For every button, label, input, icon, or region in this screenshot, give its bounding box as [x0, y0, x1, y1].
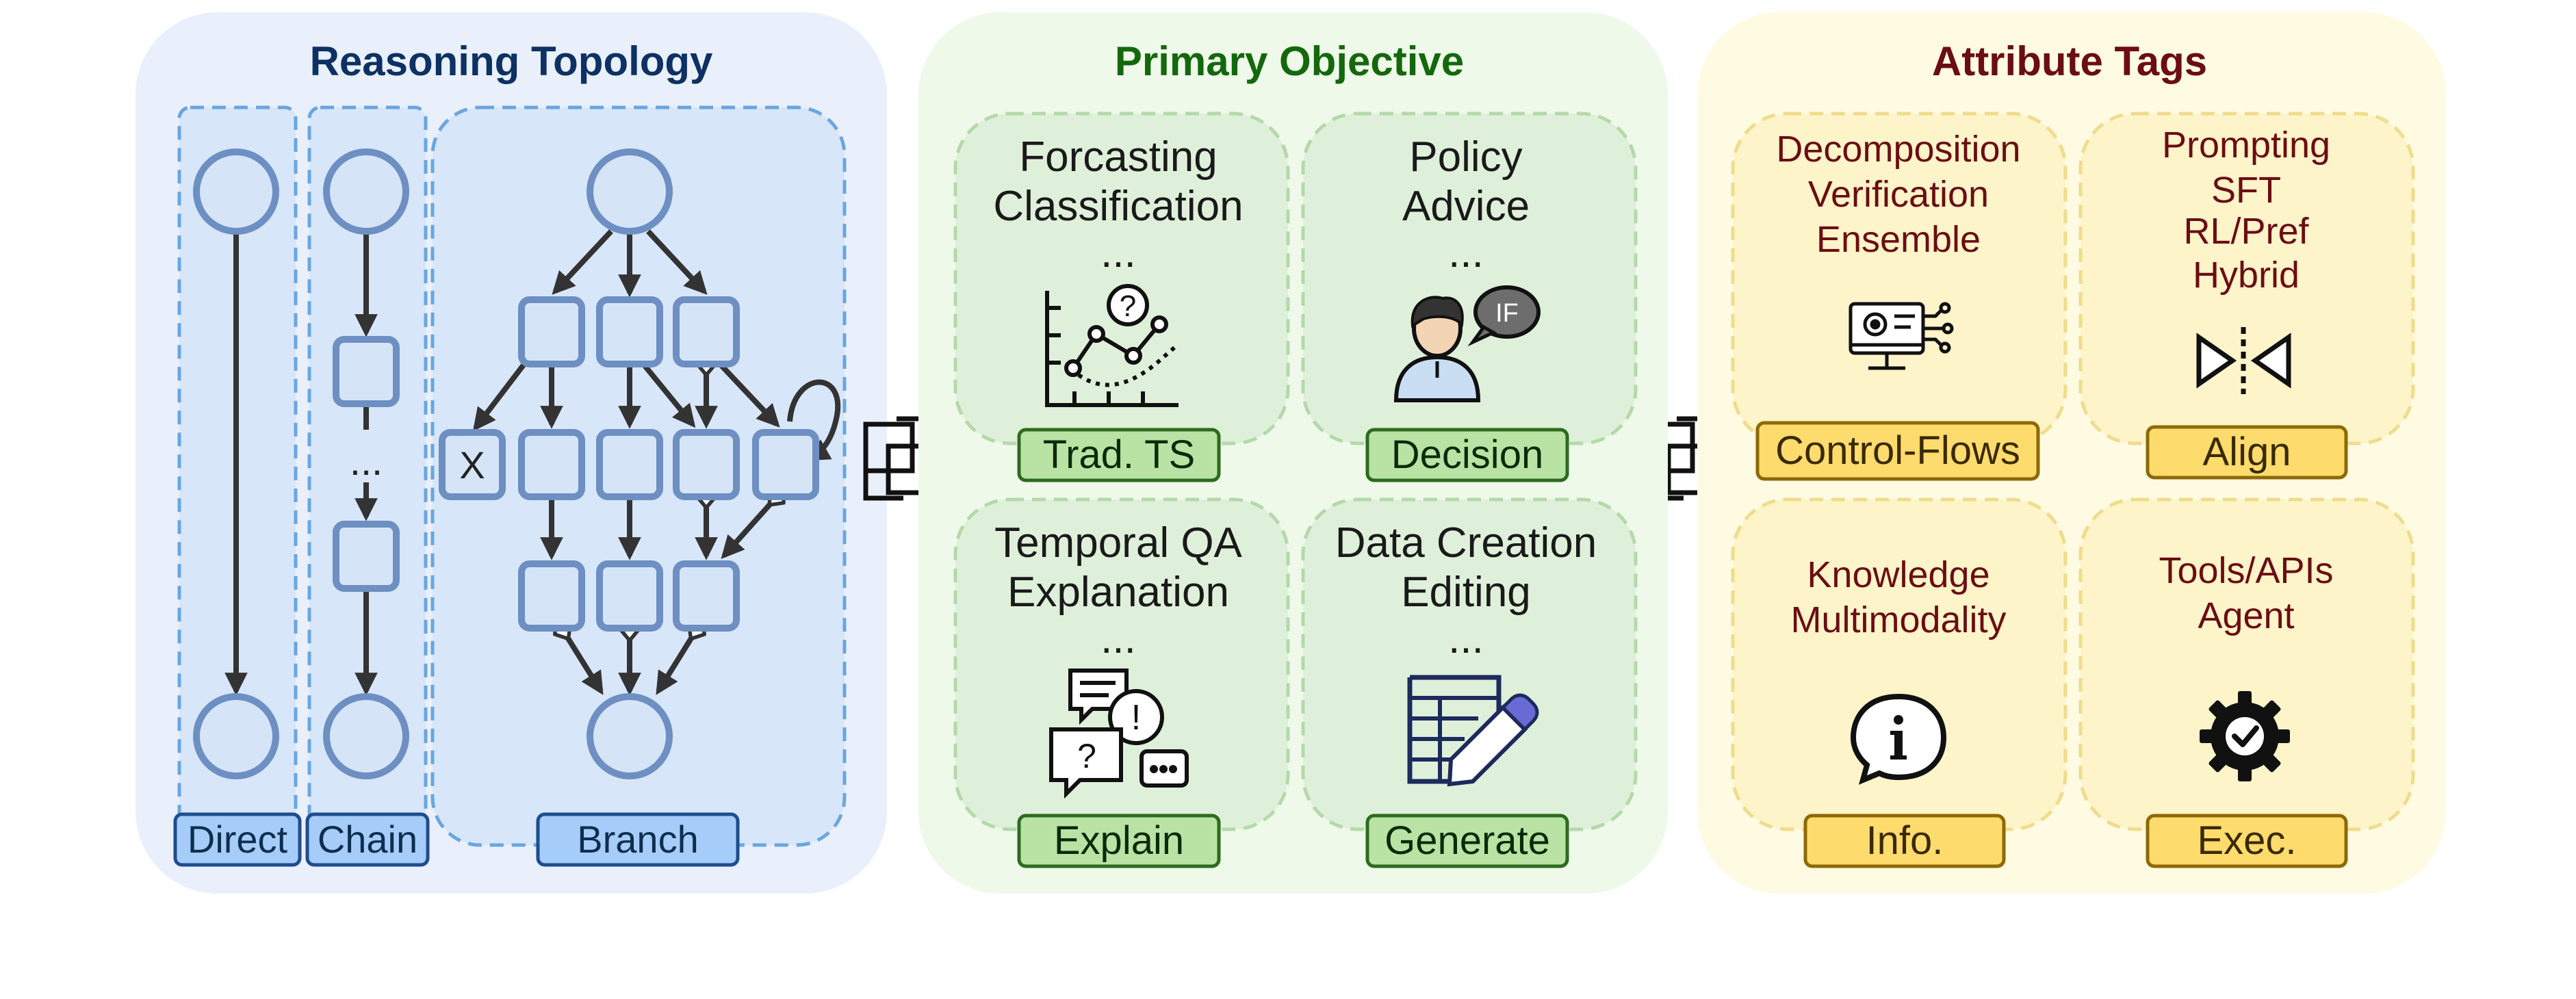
card-line: Decomposition [1776, 129, 2020, 170]
svg-text:!: ! [1131, 698, 1141, 738]
branch-node [518, 560, 585, 632]
branch-node [673, 296, 740, 367]
chain-tag [305, 812, 430, 867]
card-line: Data Creation [1335, 519, 1597, 567]
svg-text:?: ? [1077, 737, 1096, 775]
line-chart-question-icon: ? [1045, 284, 1178, 407]
trad-ts-tag: Trad. TS [1043, 432, 1195, 477]
explain-tag: Explain [1054, 818, 1184, 863]
card-ellipsis: ... [1100, 615, 1136, 662]
card-line: Ensemble [1816, 219, 1981, 260]
attribute-tags-title: Attribute Tags [1932, 38, 2207, 84]
attribute-card-control-flows: Decomposition Verification Ensemble [1731, 112, 2068, 481]
branch-graph: X [439, 148, 840, 779]
table-pen-icon [1407, 675, 1539, 787]
branch-tag [536, 812, 740, 867]
speech-bubbles-icon: ! ? [1049, 669, 1189, 799]
info-bubble-icon [1850, 693, 1947, 785]
reasoning-topology-panel: Reasoning Topology ... [136, 12, 887, 894]
attribute-card-exec: Tools/APIs Agent Exec. [2078, 497, 2415, 868]
direct-end-node [193, 693, 279, 779]
branch-node [596, 429, 663, 500]
chain-graph: ... [323, 148, 409, 779]
control-flows-tag: Control-Flows [1775, 428, 2020, 473]
pruned-node-mark: X [459, 443, 485, 486]
objective-card-data-creation: Data Creation Editing ... Generate [1301, 497, 1638, 868]
chain-step-node [333, 336, 400, 407]
branch-node [673, 560, 740, 632]
card-ellipsis: ... [1448, 615, 1484, 662]
card-line: Prompting [2162, 125, 2330, 166]
card-line: Hybrid [2193, 255, 2300, 296]
branch-node [518, 429, 585, 500]
card-line: Classification [993, 183, 1243, 230]
reasoning-topology-title: Reasoning Topology [310, 38, 713, 84]
card-line: Tools/APIs [2159, 550, 2333, 591]
direct-graph [193, 148, 279, 779]
align-tag: Align [2203, 430, 2291, 474]
card-line: Forcasting [1019, 133, 1217, 181]
card-line: Advice [1402, 183, 1530, 230]
card-line: Multimodality [1790, 599, 2006, 640]
generate-tag: Generate [1384, 818, 1550, 863]
svg-text:?: ? [1120, 289, 1136, 323]
decision-tag: Decision [1391, 432, 1543, 477]
info-tag: Info. [1866, 818, 1944, 863]
branch-pruned-node [439, 429, 506, 500]
chain-label: Chain [318, 818, 417, 861]
card-line: Temporal QA [994, 519, 1242, 567]
primary-objective-panel: Primary Objective Forcasting Classificat… [918, 12, 1668, 894]
attribute-card-align: Prompting SFT RL/Pref Hybrid Align [2078, 112, 2415, 480]
monitor-gear-icon [1849, 302, 1954, 370]
branch-node [596, 296, 663, 367]
card-line: SFT [2211, 170, 2281, 211]
card-line: Agent [2198, 595, 2294, 636]
chain-start-node [323, 148, 409, 235]
objective-card-policy: Policy Advice ... IF Decision [1301, 112, 1638, 482]
mirror-triangles-icon [2196, 327, 2291, 394]
card-line: Policy [1409, 133, 1522, 181]
primary-objective-title: Primary Objective [1115, 38, 1464, 84]
objective-card-temporal-qa: Temporal QA Explanation ... ! ? Explain [953, 497, 1290, 868]
direct-label: Direct [188, 818, 288, 861]
gear-check-icon [2200, 691, 2290, 781]
card-line: Knowledge [1807, 554, 1989, 595]
card-line: Explanation [1007, 569, 1229, 616]
chain-end-node [323, 693, 409, 779]
branch-label: Branch [577, 818, 698, 861]
attribute-card-info: Knowledge Multimodality Info. [1731, 497, 2068, 868]
person-if-bubble-icon: IF [1393, 285, 1541, 402]
objective-card-forecasting: Forcasting Classification ... ? [953, 112, 1290, 482]
card-line: Verification [1808, 174, 1989, 215]
branch-node [596, 560, 663, 632]
card-ellipsis: ... [1100, 229, 1136, 276]
card-ellipsis: ... [1448, 229, 1484, 276]
chain-step-node [333, 521, 400, 592]
branch-node [673, 429, 740, 500]
card-line: RL/Pref [2183, 211, 2309, 252]
if-bubble-text: IF [1495, 299, 1519, 328]
exec-tag: Exec. [2197, 818, 2296, 863]
branch-node [752, 429, 819, 500]
card-line: Editing [1401, 569, 1531, 616]
chain-ellipsis: ... [350, 439, 383, 484]
direct-start-node [193, 148, 279, 235]
branch-root-node [587, 148, 673, 235]
branch-node [518, 296, 585, 367]
branch-end-node [587, 693, 673, 779]
attribute-tags-panel: Attribute Tags Decomposition Verificatio… [1697, 12, 2446, 894]
direct-tag [173, 812, 302, 867]
